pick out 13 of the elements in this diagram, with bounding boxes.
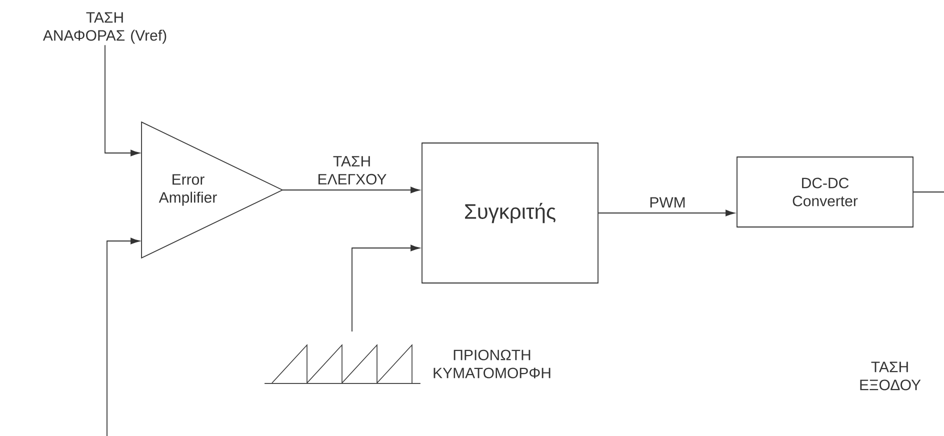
signal-label: ΤΑΣΗ ΕΞΟΔΟΥ <box>860 362 921 390</box>
arrow <box>104 44 140 156</box>
arrow <box>106 238 140 436</box>
arrow <box>598 210 735 216</box>
block: Συγκριτής <box>422 142 598 284</box>
edge-label: PWM <box>650 197 685 208</box>
arrow <box>352 244 420 332</box>
waveform-caption: ΠΡΙΟΝΩΤΗ ΚΥΜΑΤΟΜΟΡΦΗ <box>434 350 550 378</box>
block: DC-DC Converter <box>736 156 914 228</box>
signal-label: ΤΑΣΗ ΑΝΑΦΟΡΑΣ (Vref) <box>42 12 166 44</box>
sawtooth-wave-drawing <box>264 344 421 384</box>
arrow <box>282 186 420 194</box>
edge-label: ΤΑΣΗ ΕΛΕΓΧΟΥ <box>318 156 386 185</box>
